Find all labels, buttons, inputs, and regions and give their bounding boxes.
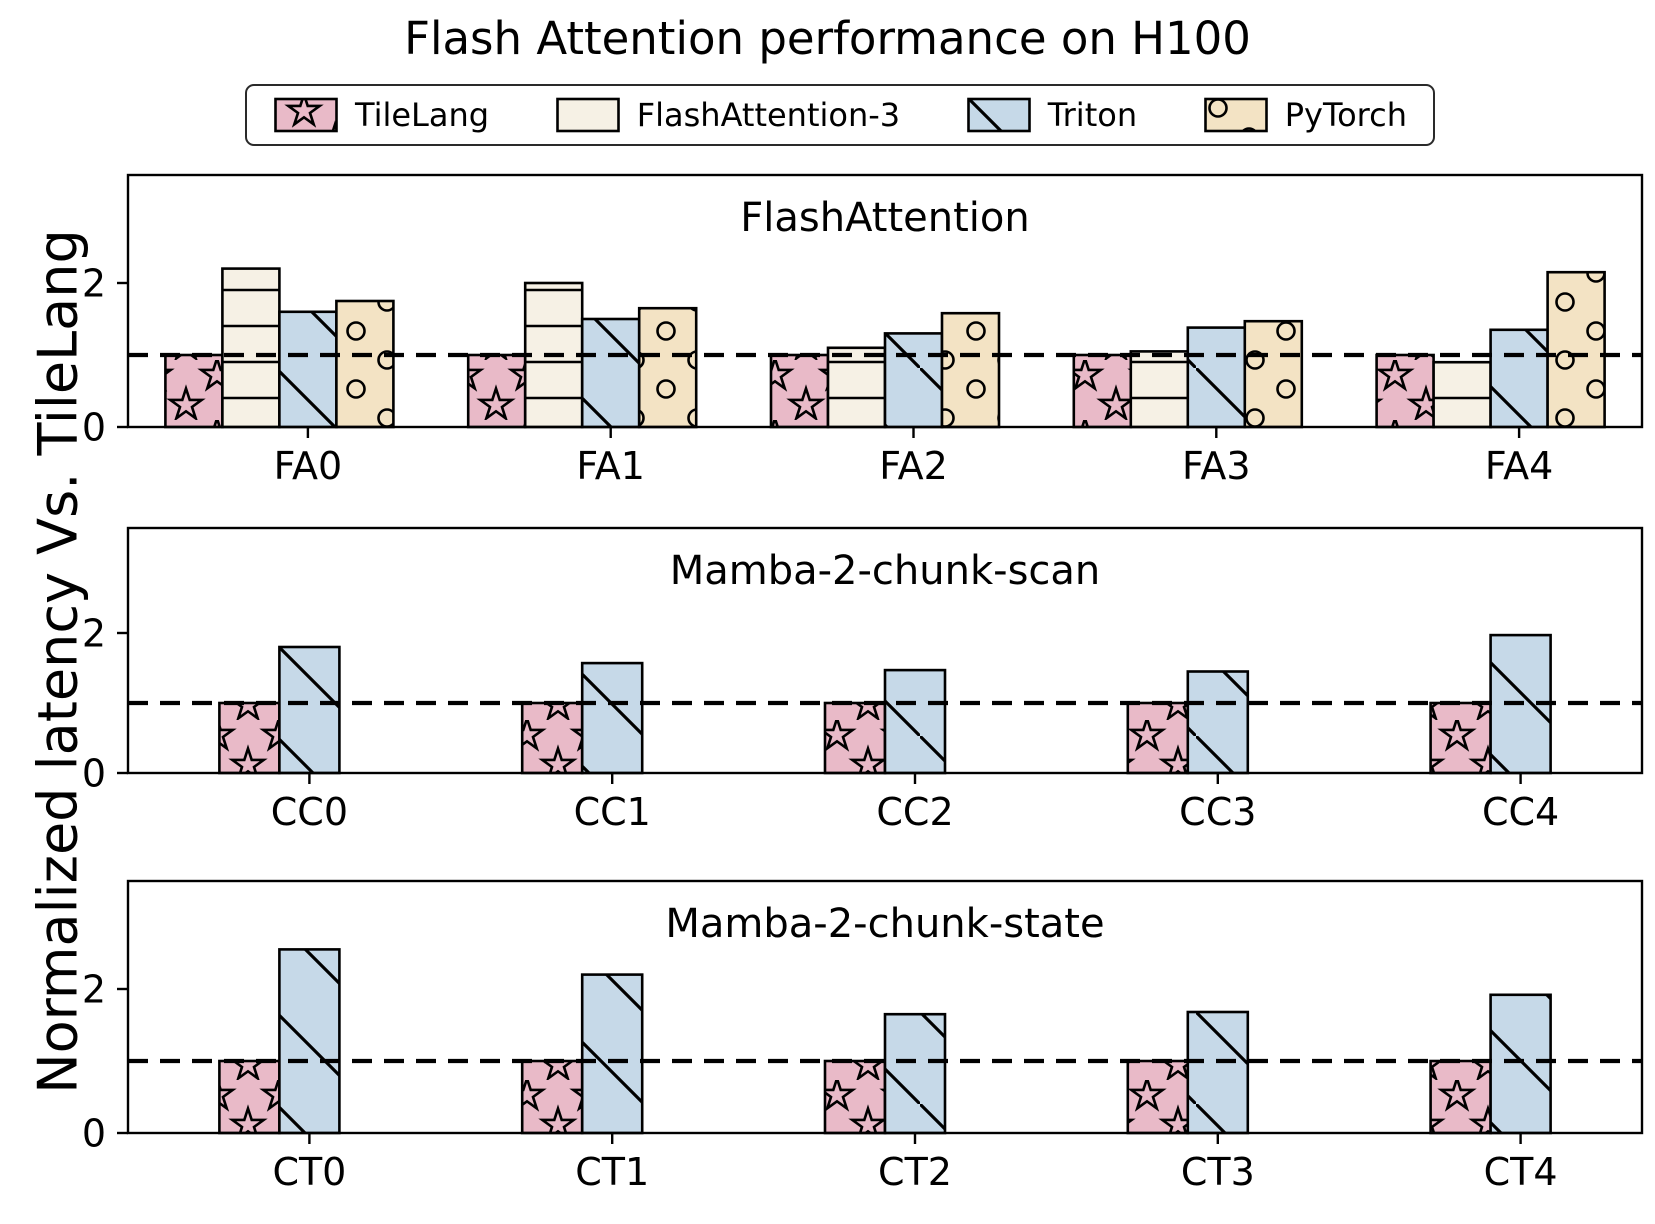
bar-CC3-TileLang [1126,701,1190,775]
bar-CT3-Triton [1186,1010,1250,1135]
bar-CC3-Triton [1186,670,1250,775]
legend-swatch-diag-icon [966,97,1031,133]
bar-FA3-TileLang [1072,353,1133,429]
legend-swatch-hlines-icon [555,97,620,133]
x-tick-label-CC4: CC4 [1482,790,1559,834]
legend-label: TileLang [355,96,490,134]
bar-CT2-TileLang [823,1059,887,1135]
bar-FA4-Triton [1489,328,1549,429]
bar-CC4-TileLang [1429,701,1492,775]
x-tick-label-CT0: CT0 [272,1150,346,1194]
bar-CC2-Triton [883,668,947,775]
legend-swatch-dots-icon [1203,97,1268,133]
bar-CT2-Triton [883,1012,947,1135]
bar-CC0-TileLang [218,701,281,775]
bar-FA2-TileLang [769,353,830,429]
bar-FA2-PyTorch [940,311,1001,429]
bar-CT0-TileLang [218,1059,281,1135]
x-tick-label-FA4: FA4 [1485,444,1554,488]
legend-item-tilelang: TileLang [273,96,489,134]
bar-FA3-Triton [1186,326,1247,429]
bar-CT3-TileLang [1126,1059,1190,1135]
x-tick-label-CC0: CC0 [271,790,348,834]
bar-FA1-TileLang [466,353,527,429]
bar-CT4-Triton [1489,993,1552,1135]
x-tick-label-FA0: FA0 [274,444,343,488]
x-tick-label-FA3: FA3 [1182,444,1251,488]
bar-CC1-Triton [580,661,644,775]
bar-CT1-TileLang [520,1059,584,1135]
x-tick-label-CC3: CC3 [1179,790,1256,834]
y-tick-label-2: 2 [82,967,106,1011]
axes-box [126,526,1644,775]
bar-FA1-PyTorch [637,306,698,429]
bar-FA0-FlashAttention-3 [221,267,281,429]
subplot-title: FlashAttention [740,195,1029,241]
figure-title: Flash Attention performance on H100 [404,12,1251,65]
bar-CC2-TileLang [823,701,887,775]
bar-FA4-TileLang [1375,353,1435,429]
legend-label: FlashAttention-3 [636,96,901,134]
subplot-flashattention: FA0 FA1 FA2 FA3 FA4 0 2 FlashAttention [82,173,1644,488]
x-tick-label-CT1: CT1 [575,1150,649,1194]
bar-FA4-PyTorch [1546,270,1606,429]
bar-CT0-Triton [278,948,341,1135]
subplot-mamba-2-chunk-state: CT0 CT1 CT2 CT3 CT4 0 2 Mamba-2-chunk-state [82,879,1644,1194]
bar-CC0-Triton [278,645,341,775]
bar-FA0-TileLang [164,353,224,429]
bar-FA4-FlashAttention-3 [1432,360,1492,429]
y-tick-label-0: 0 [82,1111,106,1155]
x-tick-label-CC2: CC2 [876,790,953,834]
y-tick-label-0: 0 [82,405,106,449]
x-tick-label-CT2: CT2 [878,1150,952,1194]
bar-FA1-Triton [580,317,641,429]
subplot-title: Mamba-2-chunk-state [665,901,1104,947]
bar-CC1-TileLang [520,701,584,775]
x-tick-label-FA2: FA2 [879,444,948,488]
y-tick-label-2: 2 [82,611,106,655]
axes-box [126,879,1644,1135]
legend-item-flashattention-3: FlashAttention-3 [555,96,900,134]
subplot-mamba-2-chunk-scan: CC0 CC1 CC2 CC3 CC4 0 2 Mamba-2-chunk-scan [82,526,1644,834]
x-tick-label-CT3: CT3 [1181,1150,1255,1194]
bar-FA2-Triton [883,332,944,429]
bar-FA2-FlashAttention-3 [826,346,887,429]
bar-FA0-Triton [278,310,338,429]
x-tick-label-FA1: FA1 [576,444,645,488]
subplot-title: Mamba-2-chunk-scan [670,548,1101,594]
legend-item-pytorch: PyTorch [1203,96,1407,134]
axes-box [126,173,1644,429]
bar-FA0-PyTorch [335,299,395,429]
bar-CT1-Triton [580,973,644,1135]
legend: TileLang FlashAttention-3 Triton PyTorch [245,84,1435,146]
bar-CT4-TileLang [1429,1059,1492,1135]
y-tick-label-2: 2 [82,261,106,305]
x-tick-label-CC1: CC1 [574,790,651,834]
legend-item-triton: Triton [966,96,1137,134]
legend-label: PyTorch [1284,96,1407,134]
bar-FA3-PyTorch [1243,319,1304,429]
legend-label: Triton [1047,96,1138,134]
y-tick-label-0: 0 [82,751,106,795]
bar-FA3-FlashAttention-3 [1129,350,1190,429]
legend-swatch-star-icon [274,97,338,133]
x-tick-label-CT4: CT4 [1484,1150,1558,1194]
